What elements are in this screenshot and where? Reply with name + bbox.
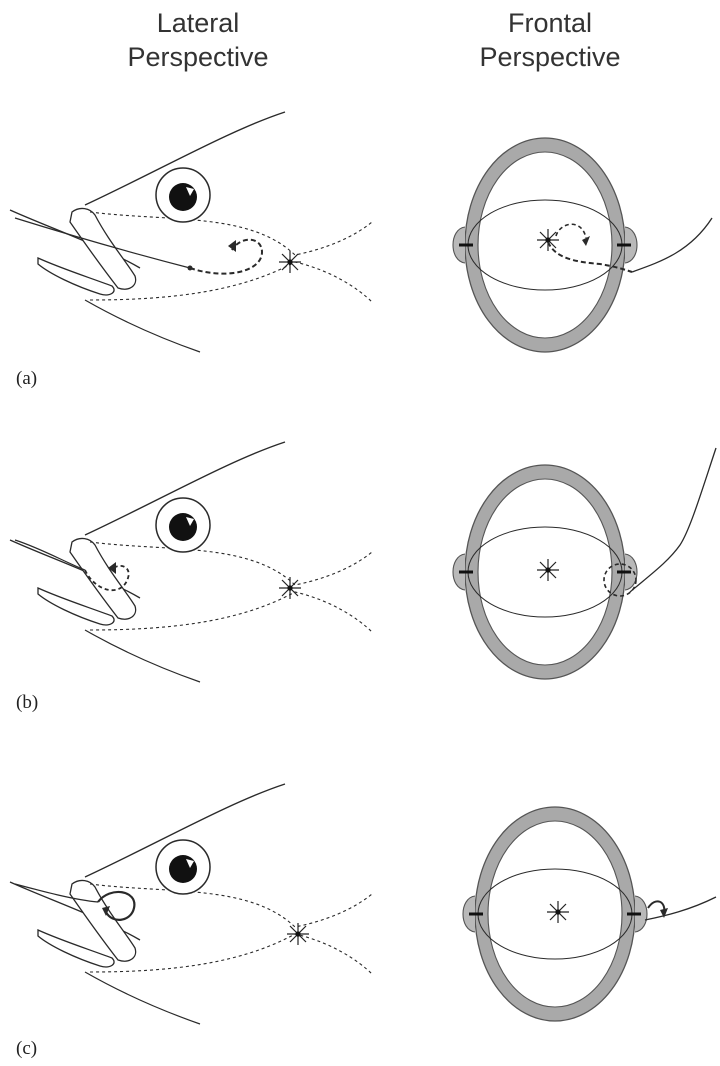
frontal-view-a bbox=[453, 138, 712, 352]
lateral-view-b bbox=[10, 442, 372, 682]
panel-a bbox=[10, 112, 712, 352]
frontal-view-b bbox=[453, 448, 716, 679]
lateral-view-a bbox=[10, 112, 372, 352]
lateral-view-c bbox=[10, 784, 372, 1024]
panel-c bbox=[10, 784, 716, 1024]
panel-b bbox=[10, 442, 716, 682]
frontal-view-c bbox=[463, 807, 716, 1021]
